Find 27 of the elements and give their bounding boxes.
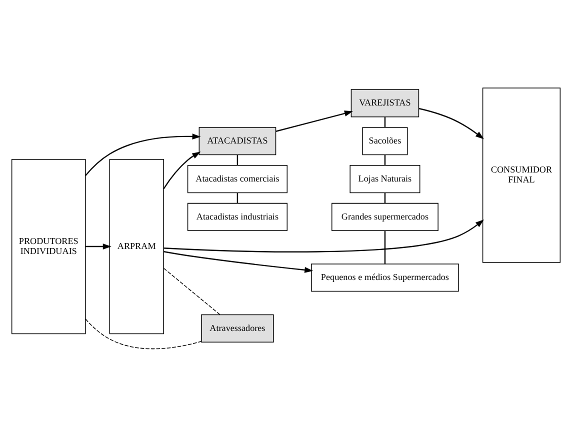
connector [384,230,386,264]
arrow [418,107,484,139]
arrow [163,151,201,189]
connector [236,154,238,165]
node-box: Grandes supermercados [332,202,438,230]
connector [85,318,202,349]
node-box: ARPRAM [109,158,164,334]
connector [384,116,386,127]
node-box: Lojas Naturais [350,164,420,193]
node-box: CONSUMIDOR FINAL [482,87,561,262]
node-box: Atacadistas comerciais [187,164,288,193]
arrow [86,243,112,250]
node-box: Atacadistas industriais [187,202,288,230]
connector [384,192,386,203]
node-box: Atravessadores [201,314,274,342]
node-box: ATACADISTAS [198,126,276,155]
arrow [164,219,484,252]
connector [236,192,238,203]
arrow [276,110,353,132]
arrow [164,250,314,272]
node-box: PRODUTORES INDIVIDUAIS [11,158,86,334]
node-box: VAREJISTAS [350,88,420,117]
node-box: Sacolões [362,126,408,155]
connector [384,154,386,165]
arrow [85,133,201,176]
node-box: Pequenos e médios Supermercados [311,263,459,292]
connector [163,267,220,314]
